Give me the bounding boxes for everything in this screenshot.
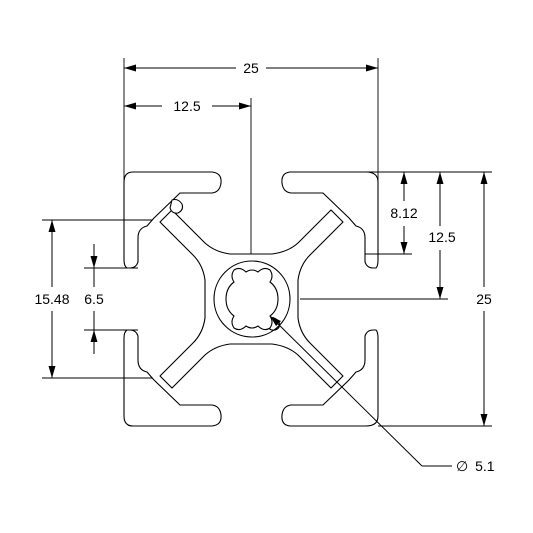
center-bore-value: 5.1 [475, 458, 495, 474]
dimension-center-bore: ∅ 5.1 [270, 316, 495, 474]
dimension-overall-width: 25 [123, 58, 379, 218]
corner-top-left [123, 171, 222, 269]
corner-bottom-left [123, 329, 222, 427]
center-bore [225, 267, 279, 331]
label-slot-outer: 15.48 [34, 291, 69, 307]
label-slot-depth: 8.12 [390, 205, 417, 221]
label-half-height: 12.5 [428, 229, 455, 245]
label-slot-opening: 6.5 [84, 291, 104, 307]
label-half-width: 12.5 [173, 98, 200, 114]
label-center-bore: ∅ 5.1 [456, 458, 495, 474]
dimension-half-height: 12.5 [300, 171, 456, 300]
dimension-slot-depth: 8.12 [340, 171, 418, 255]
label-overall-height: 25 [476, 291, 492, 307]
slot-tab-top-left [169, 198, 184, 214]
label-overall-width: 25 [243, 60, 259, 76]
dimension-overall-height: 25 [378, 171, 492, 427]
dimension-slot-opening: 6.5 [84, 244, 138, 354]
center-bore-outer-ring [213, 260, 291, 338]
corner-top-right [281, 171, 379, 269]
dimension-slot-outer: 15.48 [34, 219, 152, 379]
corner-bottom-right [281, 329, 379, 427]
diameter-symbol: ∅ [456, 458, 468, 474]
dimension-half-width: 12.5 [124, 98, 252, 254]
